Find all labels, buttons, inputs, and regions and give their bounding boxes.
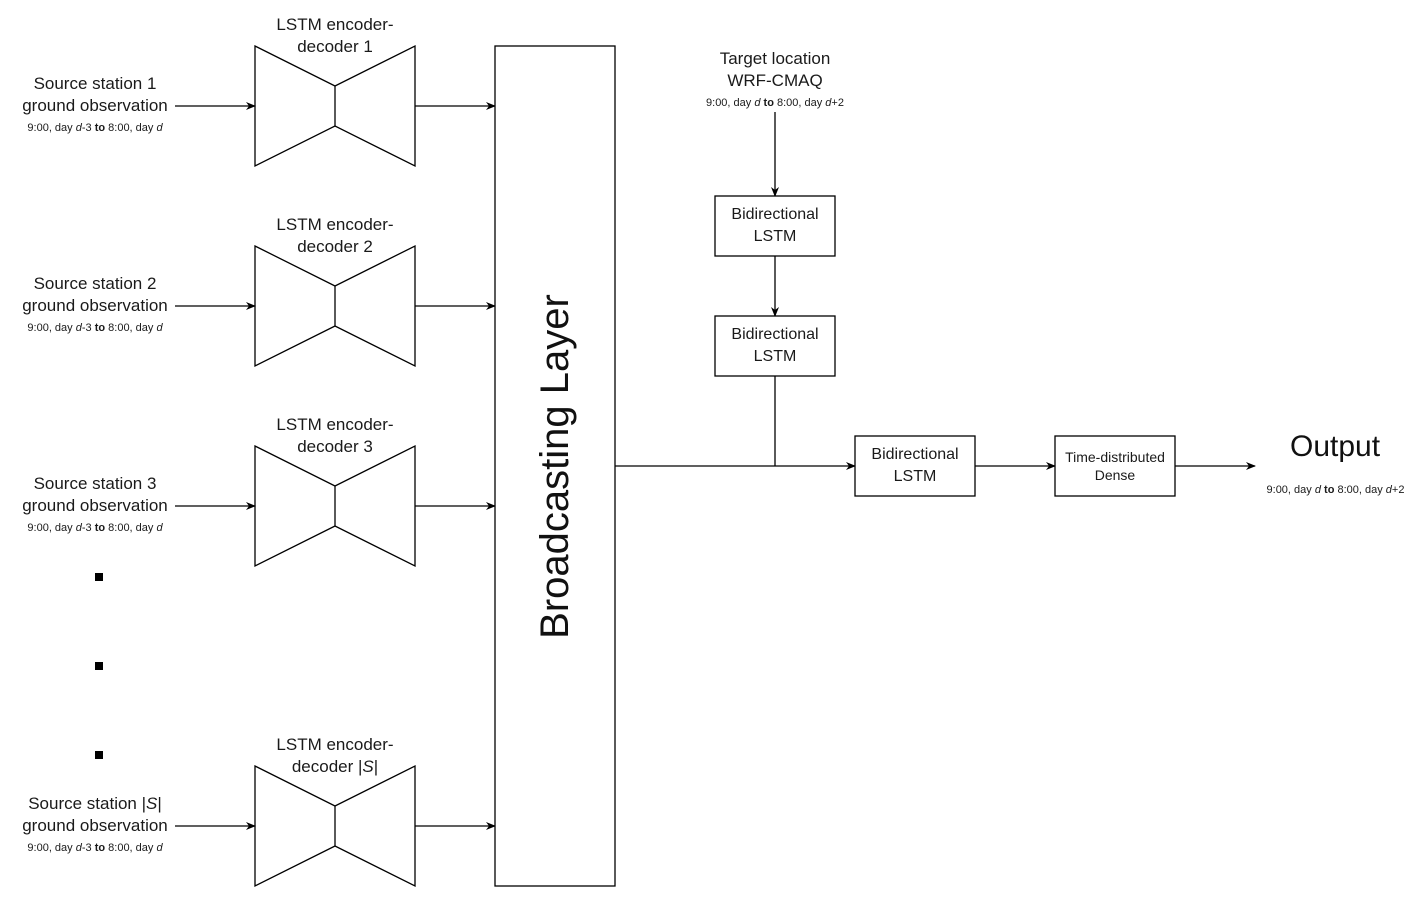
target-line2: WRF-CMAQ bbox=[727, 71, 823, 90]
encoder-label-1-line2: decoder 1 bbox=[297, 37, 373, 56]
source-s-line2: ground observation bbox=[22, 816, 168, 835]
bilstm-box-3 bbox=[854, 435, 976, 497]
source-3-time: 9:00, day d-3 to 8:00, day d bbox=[27, 522, 163, 534]
bilstm-1-line2: LSTM bbox=[753, 228, 797, 245]
encoder-label-s: LSTM encoder- decoder |S| bbox=[255, 734, 415, 778]
encoder-label-2-line2: decoder 2 bbox=[297, 237, 373, 256]
source-label-s: Source station |S| ground observation bbox=[10, 793, 180, 837]
bilstm-3-line2: LSTM bbox=[893, 468, 937, 485]
encoder-label-s-line1: LSTM encoder- bbox=[276, 735, 394, 754]
output-title: Output bbox=[1290, 430, 1381, 463]
target-time: 9:00, day d to 8:00, day d+2 bbox=[706, 97, 844, 109]
source-label-1: Source station 1 ground observation bbox=[10, 73, 180, 117]
source-1-line2: ground observation bbox=[22, 96, 168, 115]
source-2-line1: Source station 2 bbox=[33, 274, 157, 293]
encoder-label-2-line1: LSTM encoder- bbox=[276, 215, 394, 234]
encoder-label-1: LSTM encoder- decoder 1 bbox=[255, 14, 415, 58]
target-label: Target location WRF-CMAQ bbox=[690, 48, 860, 92]
target-line1: Target location bbox=[719, 49, 831, 68]
bilstm-box-2 bbox=[714, 315, 836, 377]
ellipsis-dot-3 bbox=[95, 751, 103, 759]
encoder-shape-s bbox=[254, 764, 416, 888]
broadcast-layer-box bbox=[494, 45, 616, 887]
source-1-time: 9:00, day d-3 to 8:00, day d bbox=[27, 122, 163, 134]
encoder-label-2: LSTM encoder- decoder 2 bbox=[255, 214, 415, 258]
source-s-line1: Source station |S| bbox=[28, 794, 162, 813]
encoder-label-s-line2: decoder |S| bbox=[291, 757, 379, 776]
bilstm-2-line2: LSTM bbox=[753, 348, 797, 365]
dense-line2: Dense bbox=[1094, 467, 1136, 483]
encoder-label-3: LSTM encoder- decoder 3 bbox=[255, 414, 415, 458]
source-2-time: 9:00, day d-3 to 8:00, day d bbox=[27, 322, 163, 334]
ellipsis-dot-2 bbox=[95, 662, 103, 670]
dense-line1: Time-distributed bbox=[1065, 449, 1165, 465]
encoder-shape-1 bbox=[254, 44, 416, 168]
broadcast-layer: Broadcasting Layer bbox=[495, 46, 615, 886]
broadcast-layer-label: Broadcasting Layer bbox=[532, 293, 577, 639]
source-label-2: Source station 2 ground observation bbox=[10, 273, 180, 317]
source-2-line2: ground observation bbox=[22, 296, 168, 315]
bilstm-2-line1: Bidirectional bbox=[731, 326, 819, 343]
encoder-label-3-line1: LSTM encoder- bbox=[276, 415, 394, 434]
source-3-line1: Source station 3 bbox=[33, 474, 157, 493]
bilstm-1-line1: Bidirectional bbox=[731, 206, 819, 223]
source-3-line2: ground observation bbox=[22, 496, 168, 515]
encoder-label-3-line2: decoder 3 bbox=[297, 437, 373, 456]
source-1-line1: Source station 1 bbox=[33, 74, 157, 93]
bilstm-3-line1: Bidirectional bbox=[871, 446, 959, 463]
source-s-time: 9:00, day d-3 to 8:00, day d bbox=[27, 842, 163, 854]
output-time: 9:00, day d to 8:00, day d+2 bbox=[1266, 484, 1405, 496]
ellipsis-dot-1 bbox=[95, 573, 103, 581]
encoder-shape-2 bbox=[254, 244, 416, 368]
source-label-3: Source station 3 ground observation bbox=[10, 473, 180, 517]
encoder-shape-3 bbox=[254, 444, 416, 568]
encoder-label-1-line1: LSTM encoder- bbox=[276, 15, 394, 34]
